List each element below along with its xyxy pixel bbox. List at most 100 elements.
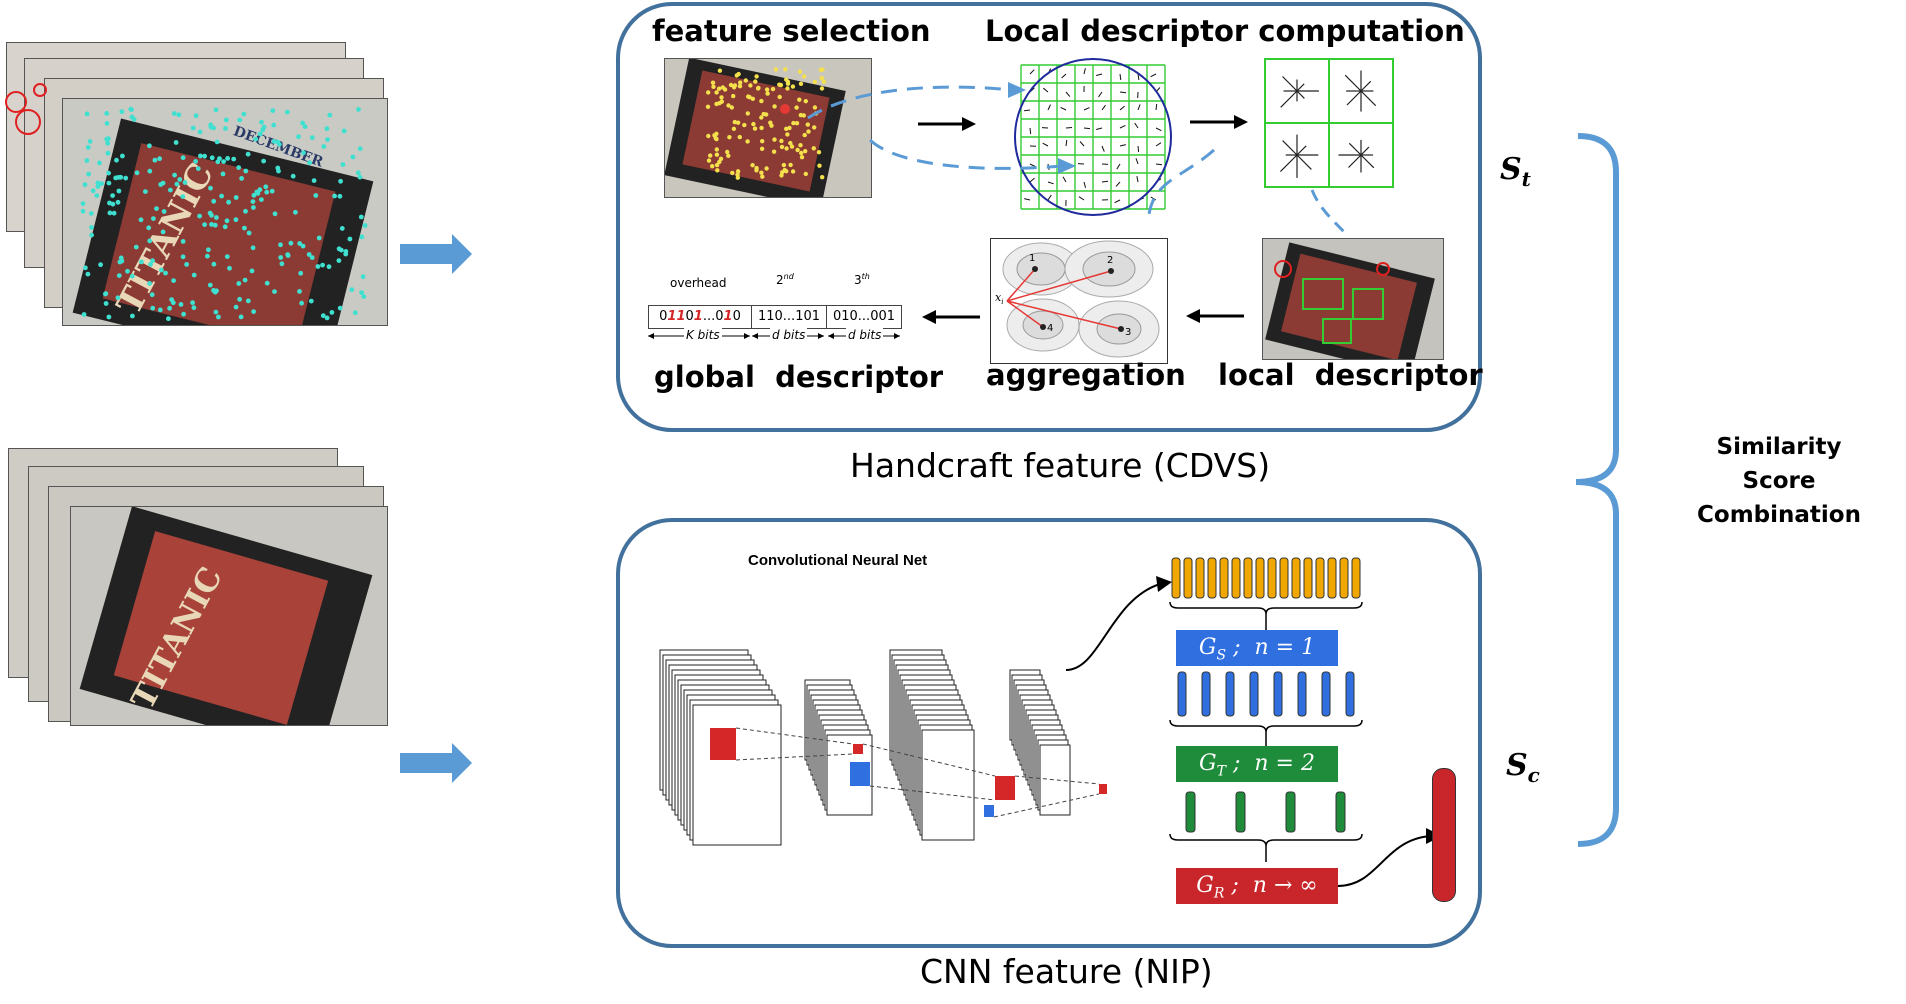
feature-point: [735, 120, 741, 125]
feature-point: [259, 197, 264, 202]
feature-point: [148, 262, 153, 267]
feature-bar: [1279, 557, 1289, 599]
local-descriptor-computation-label: Local descriptor computation: [985, 14, 1465, 48]
feature-point: [150, 258, 155, 264]
feature-point: [811, 146, 816, 151]
feature-point: [745, 139, 750, 144]
feature-point: [129, 273, 135, 279]
feature-point: [84, 111, 90, 117]
feature-point: [288, 240, 294, 246]
feature-point: [790, 169, 796, 174]
feature-point: [307, 160, 312, 166]
feature-point: [820, 175, 825, 180]
feature-point: [760, 174, 765, 179]
feature-point: [297, 289, 302, 294]
feature-point: [147, 143, 152, 149]
gs-box: GS ; n = 1: [1176, 630, 1338, 666]
feature-point: [197, 213, 203, 219]
feature-point: [89, 211, 94, 216]
feature-point: [705, 104, 711, 109]
feature-point: [80, 201, 86, 206]
feature-point: [106, 170, 111, 176]
feature-point: [133, 244, 139, 250]
feature-selection-label: feature selection: [652, 14, 931, 48]
feature-point: [731, 126, 737, 131]
feature-point: [211, 261, 217, 267]
feature-point: [209, 155, 215, 161]
feature-point: [208, 185, 213, 191]
block-arrow-top: [400, 234, 472, 274]
feature-point: [223, 126, 228, 131]
feature-point: [706, 133, 711, 139]
feature-point: [719, 99, 724, 104]
feature-point: [779, 144, 785, 150]
local-descriptor-photo: [1262, 238, 1444, 360]
feature-point: [85, 145, 91, 150]
feature-point: [106, 180, 112, 186]
pooled-bar: [1345, 671, 1355, 717]
feature-bar: [1183, 557, 1193, 599]
feature-point: [238, 314, 244, 320]
feature-point: [233, 304, 239, 310]
feature-point: [805, 122, 810, 127]
feature-point: [251, 205, 256, 210]
feature-point: [362, 223, 368, 228]
feature-point: [759, 146, 765, 151]
agg-point-4: 4: [1047, 323, 1053, 334]
feature-point: [789, 144, 795, 149]
feature-point: [759, 125, 764, 131]
feature-point: [737, 84, 743, 89]
feature-point: [184, 262, 189, 267]
pooled-bar: [1185, 791, 1196, 833]
feature-point: [115, 199, 121, 205]
pooled-bar: [1177, 671, 1187, 717]
feature-point: [708, 153, 713, 158]
feature-point: [195, 166, 201, 171]
aggregation-svg: 1 2 3 4 xi: [995, 240, 1160, 358]
feature-point: [251, 192, 257, 198]
feature-point: [722, 87, 728, 92]
feature-point: [159, 267, 164, 273]
feature-point: [95, 184, 101, 189]
feature-point: [89, 225, 94, 230]
feature-point: [759, 115, 764, 120]
feature-point: [794, 121, 800, 126]
red-circle-features: [5, 83, 47, 135]
feature-point: [208, 124, 214, 130]
feature-point: [817, 163, 822, 168]
feature-point: [123, 175, 129, 181]
feature-point: [207, 282, 213, 288]
feature-point: [116, 273, 122, 278]
feature-point: [706, 90, 711, 95]
feature-point: [191, 305, 197, 311]
feature-point: [359, 290, 364, 295]
feature-point: [360, 274, 366, 280]
feature-point: [257, 131, 263, 137]
feature-point: [270, 108, 276, 113]
feature-point: [717, 68, 723, 73]
feature-point: [104, 111, 110, 116]
feature-point: [97, 160, 102, 166]
feature-point: [89, 232, 94, 238]
feature-point: [85, 271, 91, 277]
feature-point: [264, 280, 270, 286]
feature-point: [95, 180, 101, 186]
feature-point: [783, 67, 788, 72]
feature-point: [233, 195, 239, 200]
feature-point: [812, 125, 817, 130]
gradient-grid-circle: [1014, 58, 1172, 216]
feature-point: [269, 188, 275, 194]
pooled-bar: [1285, 791, 1296, 833]
feature-point: [205, 253, 210, 259]
feature-bar: [1339, 557, 1349, 599]
feature-point: [279, 261, 285, 267]
feature-point: [710, 164, 715, 169]
feature-point: [249, 268, 255, 274]
feature-point: [104, 121, 110, 126]
feature-point: [309, 255, 315, 260]
feature-point: [198, 153, 203, 159]
feature-point: [794, 105, 799, 110]
feature-point: [241, 111, 247, 117]
top-photo-front: TITANIC DECEMBER: [62, 98, 388, 326]
feature-point: [271, 122, 277, 128]
